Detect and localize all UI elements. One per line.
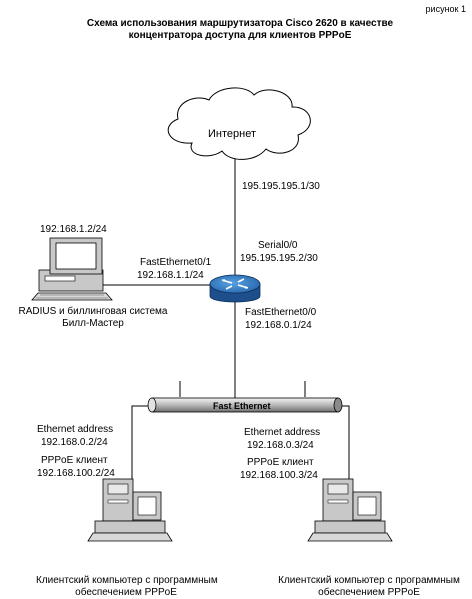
client1-pppoe-ip: 192.168.100.2/24 <box>37 468 115 479</box>
figure-label: рисунок 1 <box>425 4 466 14</box>
serial-ip-label: 195.195.195.2/30 <box>240 253 318 264</box>
fe00-ip-label: 192.168.0.1/24 <box>245 320 312 331</box>
client-pc-2-icon <box>307 478 393 542</box>
link-bus-client1 <box>131 405 152 487</box>
title-line-2: концентратора доступа для клиентов PPPoE <box>128 30 352 41</box>
client1-eth-ip: 192.168.0.2/24 <box>41 437 108 448</box>
isp-ip-label: 195.195.195.1/30 <box>242 181 320 192</box>
link-bus-client2 <box>340 405 350 487</box>
billing-caption-line-2: Билл-Мастер <box>62 318 124 329</box>
client1-pppoe-label: PPPoE клиент <box>41 455 108 466</box>
title-line-1: Схема использования маршрутизатора Cisco… <box>86 18 394 29</box>
client2-pppoe-label: PPPoE клиент <box>247 457 314 468</box>
client1-caption-line-2: обеспечением PPPoE <box>75 587 177 598</box>
internet-label: Интернет <box>208 128 256 140</box>
billing-workstation-icon <box>31 237 113 301</box>
billing-caption: RADIUS и биллинговая система Билл-Мастер <box>0 306 186 330</box>
client2-pppoe-ip: 192.168.100.3/24 <box>240 470 318 481</box>
serial-interface-label: Serial0/0 <box>258 240 298 251</box>
client2-caption: Клиентский компьютер с программным обесп… <box>270 575 468 599</box>
client2-eth-label: Ethernet address <box>244 427 321 438</box>
fe01-ip-label: 192.168.1.1/24 <box>137 270 204 281</box>
fe00-interface-label: FastEthernet0/0 <box>245 307 317 318</box>
client2-eth-ip: 192.168.0.3/24 <box>247 440 314 451</box>
client1-caption-line-1: Клиентский компьютер с программным <box>36 575 218 586</box>
client-pc-1-icon <box>87 478 173 542</box>
bus-label: Fast Ethernet <box>213 401 271 411</box>
client1-caption: Клиентский компьютер с программным обесп… <box>36 575 218 599</box>
billing-ip-label: 192.168.1.2/24 <box>40 224 107 235</box>
diagram-title: Схема использования маршрутизатора Cisco… <box>60 18 420 42</box>
fe01-interface-label: FastEthernet0/1 <box>140 257 212 268</box>
client2-caption-line-1: Клиентский компьютер с программным <box>278 575 460 586</box>
internet-cloud-icon <box>167 87 311 160</box>
client2-caption-line-2: обеспечением PPPoE <box>318 587 420 598</box>
router-icon <box>209 274 261 303</box>
client1-eth-label: Ethernet address <box>37 424 114 435</box>
billing-caption-line-1: RADIUS и биллинговая система <box>18 306 168 317</box>
fast-ethernet-bus <box>147 397 343 413</box>
